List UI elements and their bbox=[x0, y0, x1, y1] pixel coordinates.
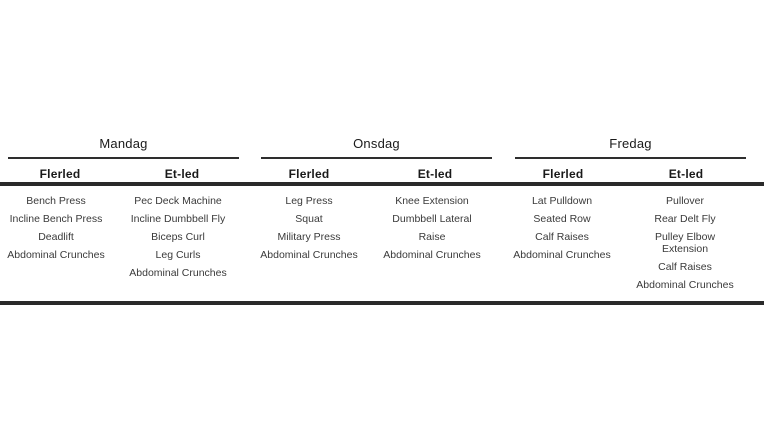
list-item: Abdominal Crunches bbox=[260, 249, 358, 261]
list-item: Incline Dumbbell Fly bbox=[130, 213, 226, 225]
column-mandag-etled: Pec Deck Machine Incline Dumbbell Fly Bi… bbox=[124, 192, 232, 282]
list-item: Squat bbox=[295, 213, 323, 225]
list-item: Abdominal Crunches bbox=[129, 267, 227, 279]
list-item: Lat Pulldown bbox=[531, 195, 593, 207]
table-bottom-rule bbox=[0, 301, 764, 305]
list-item: Knee Extension bbox=[395, 195, 469, 207]
table-top-rule bbox=[0, 182, 764, 186]
list-item: Bench Press bbox=[26, 195, 86, 207]
column-header-mandag-etled: Et-led bbox=[164, 167, 200, 181]
day-title-onsdag: Onsdag bbox=[353, 136, 400, 151]
day-group-fredag: Fredag Flerled Et-led bbox=[515, 134, 746, 182]
column-fredag-flerled: Lat Pulldown Seated Row Calf Raises Abdo… bbox=[507, 192, 617, 264]
list-item: Incline Bench Press bbox=[9, 213, 103, 225]
day-rule-fredag bbox=[515, 157, 746, 159]
day-group-mandag: Mandag Flerled Et-led bbox=[8, 134, 239, 182]
column-header-fredag-etled: Et-led bbox=[668, 167, 704, 181]
list-item: Military Press bbox=[277, 231, 341, 243]
list-item: Biceps Curl bbox=[151, 231, 205, 243]
day-title-mandag: Mandag bbox=[99, 136, 148, 151]
list-item: Abdominal Crunches bbox=[383, 249, 481, 261]
list-item: Deadlift bbox=[38, 231, 74, 243]
list-item: Calf Raises bbox=[658, 261, 712, 273]
list-item: Pec Deck Machine bbox=[134, 195, 222, 207]
list-item: Dumbbell Lateral bbox=[392, 213, 472, 225]
column-onsdag-etled: Knee Extension Dumbbell Lateral Raise Ab… bbox=[374, 192, 490, 264]
column-header-fredag-flerled: Flerled bbox=[542, 167, 584, 181]
list-item: Abdominal Crunches bbox=[7, 249, 105, 261]
list-item: Abdominal Crunches bbox=[513, 249, 611, 261]
list-item: Pulley Elbow Extension bbox=[654, 231, 716, 255]
day-title-fredag: Fredag bbox=[609, 136, 652, 151]
column-onsdag-flerled: Leg Press Squat Military Press Abdominal… bbox=[254, 192, 364, 264]
column-header-onsdag-flerled: Flerled bbox=[288, 167, 330, 181]
list-item: Abdominal Crunches bbox=[636, 279, 734, 291]
list-item: Leg Curls bbox=[155, 249, 201, 261]
day-rule-onsdag bbox=[261, 157, 492, 159]
column-header-onsdag-etled: Et-led bbox=[417, 167, 453, 181]
column-mandag-flerled: Bench Press Incline Bench Press Deadlift… bbox=[0, 192, 112, 264]
list-item: Leg Press bbox=[285, 195, 333, 207]
column-header-mandag-flerled: Flerled bbox=[39, 167, 81, 181]
list-item: Pullover bbox=[666, 195, 704, 207]
column-fredag-etled: Pullover Rear Delt Fly Pulley Elbow Exte… bbox=[632, 192, 738, 294]
list-item: Rear Delt Fly bbox=[654, 213, 716, 225]
day-rule-mandag bbox=[8, 157, 239, 159]
list-item: Seated Row bbox=[533, 213, 591, 225]
list-item: Calf Raises bbox=[535, 231, 589, 243]
list-item: Raise bbox=[418, 231, 446, 243]
day-group-onsdag: Onsdag Flerled Et-led bbox=[261, 134, 492, 182]
